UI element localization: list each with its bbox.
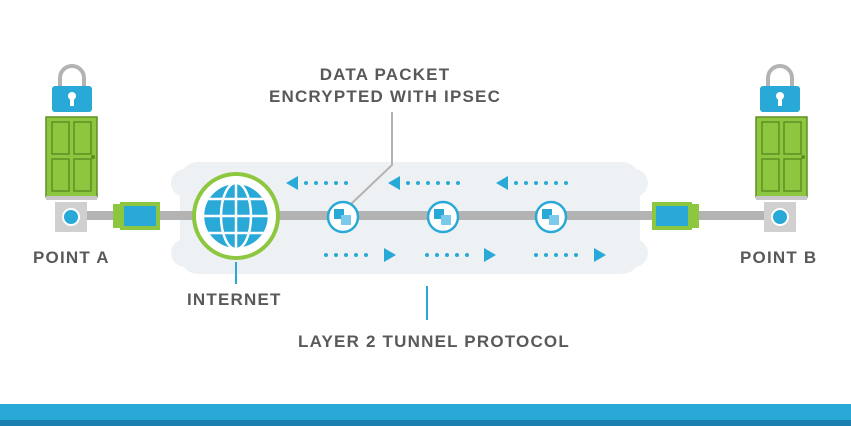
- battery-icon: [652, 202, 699, 230]
- point-b-label: POINT B: [740, 248, 818, 267]
- data-packet-label-line1: DATA PACKET: [319, 65, 451, 84]
- battery-icon: [113, 202, 160, 230]
- arrow-left-icon: [388, 176, 460, 190]
- arrow-right-icon: [425, 248, 496, 262]
- internet-label: INTERNET: [187, 290, 282, 309]
- point-a-node: [55, 202, 87, 232]
- packet-icon: [326, 200, 360, 234]
- door-icon: [755, 116, 808, 200]
- data-packet-label: DATA PACKET ENCRYPTED WITH IPSEC: [250, 64, 520, 108]
- footer-bar: [0, 404, 851, 426]
- arrow-left-icon: [496, 176, 568, 190]
- data-packet-label-line2: ENCRYPTED WITH IPSEC: [268, 87, 502, 106]
- tunnel-protocol-label: LAYER 2 TUNNEL PROTOCOL: [298, 332, 570, 351]
- arrow-left-icon: [286, 176, 348, 190]
- callout-line: [349, 112, 393, 206]
- lock-icon: [760, 64, 800, 112]
- footer-bar-shade: [0, 420, 851, 426]
- point-a-label: POINT A: [33, 248, 110, 267]
- packet-icon: [534, 200, 568, 234]
- packet-icon: [426, 200, 460, 234]
- point-b-node: [764, 202, 796, 232]
- arrow-right-icon: [534, 248, 606, 262]
- door-icon: [45, 116, 98, 200]
- arrow-right-icon: [324, 248, 396, 262]
- globe-icon: [192, 172, 280, 260]
- lock-icon: [52, 64, 92, 112]
